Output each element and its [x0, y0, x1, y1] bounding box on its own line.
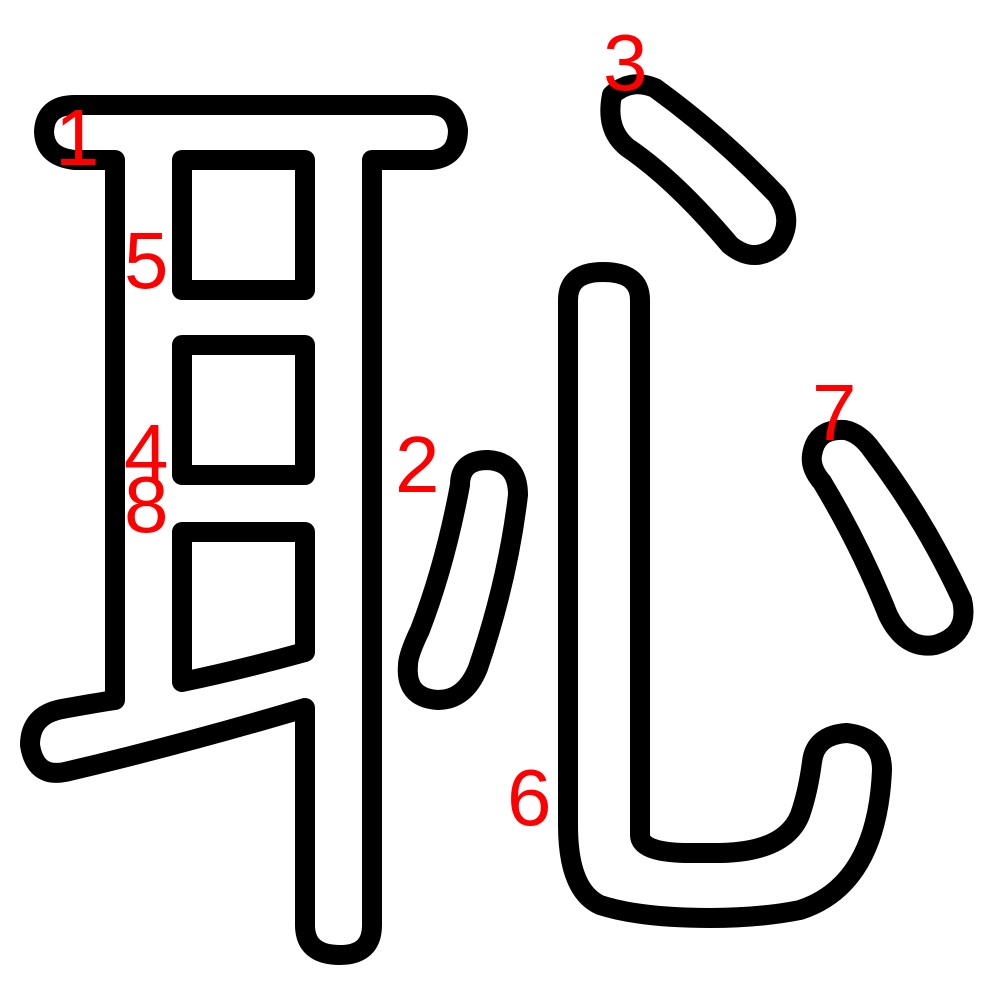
stroke-order-number: 4 [124, 408, 169, 497]
stroke-order-number: 6 [507, 753, 552, 842]
stroke-order-number: 3 [603, 18, 648, 107]
stroke-order-number: 8 [124, 460, 169, 549]
ear-upper-box [172, 150, 315, 300]
ear-middle-box [172, 335, 315, 485]
stroke-order-number: 5 [124, 216, 169, 305]
stroke-order-number: 7 [812, 368, 857, 457]
heart-left-dot [397, 450, 528, 710]
ear-lower-box [172, 522, 315, 692]
stroke-order-number: 2 [395, 420, 440, 509]
heart-top-dot [600, 74, 797, 265]
stroke-order-labels: 1 2 3 4 5 6 7 8 [55, 18, 857, 842]
stroke-order-number: 1 [55, 93, 100, 182]
heart-right-dot [801, 419, 974, 656]
heart-hook-stroke [558, 262, 892, 928]
